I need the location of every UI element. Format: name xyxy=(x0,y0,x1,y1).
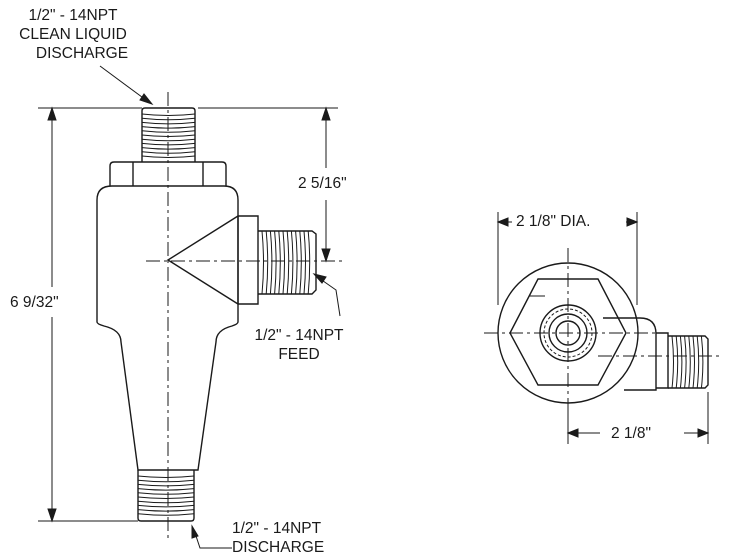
top-feed-inlet xyxy=(603,317,709,391)
diameter-dimension xyxy=(496,212,639,305)
upper-height-dimension xyxy=(198,106,338,263)
feed-label-line1: 1/2" - 14NPT xyxy=(254,327,344,344)
overall-height-label: 6 9/32" xyxy=(10,293,59,312)
feed-label-line2: FEED xyxy=(278,346,320,363)
upper-height-label: 2 5/16" xyxy=(298,174,347,193)
feed-connection-label: 1/2" - 14NPT FEED xyxy=(238,326,360,364)
bottom-connection-label: 1/2" - 14NPT DISCHARGE xyxy=(232,519,324,557)
leader-arrows xyxy=(99,65,341,549)
top-view xyxy=(484,212,720,444)
diameter-label: 2 1/8" DIA. xyxy=(516,213,591,230)
top-connection-label: 1/2" - 14NPT CLEAN LIQUID DISCHARGE xyxy=(0,6,146,63)
top-label-line1: 1/2" - 14NPT xyxy=(28,7,118,24)
overall-height-dimension xyxy=(38,106,142,523)
side-view xyxy=(38,65,346,549)
top-label-line3: DISCHARGE xyxy=(35,45,129,62)
top-label-line2: CLEAN LIQUID xyxy=(19,26,127,43)
side-centerlines xyxy=(146,92,346,538)
width-label: 2 1/8" xyxy=(611,425,651,442)
bottom-label-line2: DISCHARGE xyxy=(232,539,325,556)
top-centerlines xyxy=(484,248,720,420)
width-dimension xyxy=(566,392,710,444)
bottom-threaded-nipple xyxy=(137,470,195,522)
bottom-label-line1: 1/2" - 14NPT xyxy=(232,520,322,537)
top-hex xyxy=(509,278,627,386)
feed-inlet xyxy=(166,215,317,305)
